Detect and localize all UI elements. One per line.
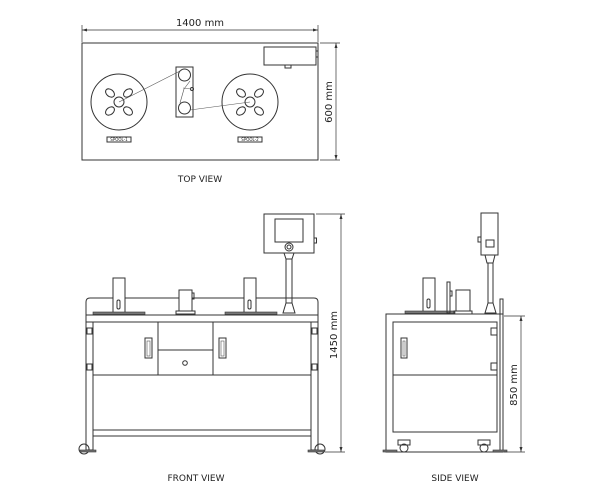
hinges-side [490,327,498,371]
door-handle-side [400,337,408,359]
tabletop [85,297,319,316]
side-rear-leg [499,313,504,453]
width-dimension: 1400 mm [81,18,319,42]
spool-2 [221,73,279,131]
svg-text:SPOOL-2: SPOOL-2 [241,137,259,142]
monitor-side [477,212,499,314]
cabinet [92,321,312,376]
side-frame [385,313,501,453]
width-dimension-label: 1400 mm [176,18,224,29]
spool-post-right [224,277,278,315]
side-view: 850 mm SIDE VIEW [382,212,525,484]
guide-roller-unit [118,66,251,118]
drawer-knob [182,360,188,366]
casters-side [382,439,508,453]
guide-cylinder [175,289,196,315]
spool-2-label: SPOOL-2 [237,136,263,143]
leg-left [85,321,94,451]
controller-box-top [263,46,319,69]
depth-dimension: 600 mm [320,42,340,161]
casters-front [78,443,326,455]
svg-text:SPOOL-1: SPOOL-1 [110,137,128,142]
front-view: 1450 mm FRONT VIEW [78,213,345,484]
top-view-title: TOP VIEW [177,175,222,185]
frame-rail [85,314,319,323]
height-dimension-front: 1450 mm [316,213,345,453]
height-dimension-side: 850 mm [504,315,525,453]
depth-dimension-label: 600 mm [324,81,335,123]
svg-text:850 mm: 850 mm [509,364,520,406]
door-handle-left [144,337,153,359]
side-door [392,321,498,376]
spool-post-left [92,277,146,315]
side-view-title: SIDE VIEW [431,474,478,484]
leg-right [310,321,319,451]
spool-post-side [404,277,456,314]
monitor [263,213,317,314]
top-view: 1400 mm 600 mm SPOOL-1 [81,18,340,185]
door-handle-right [218,337,227,359]
guide-rod [446,281,451,314]
table-outline [81,42,319,161]
guide-cylinder-side [453,289,473,315]
bottom-rail [92,429,312,437]
spool-1-label: SPOOL-1 [106,136,132,143]
front-view-title: FRONT VIEW [167,474,224,484]
spool-1 [90,73,148,131]
svg-text:1450 mm: 1450 mm [329,311,340,359]
hinges [86,327,318,371]
